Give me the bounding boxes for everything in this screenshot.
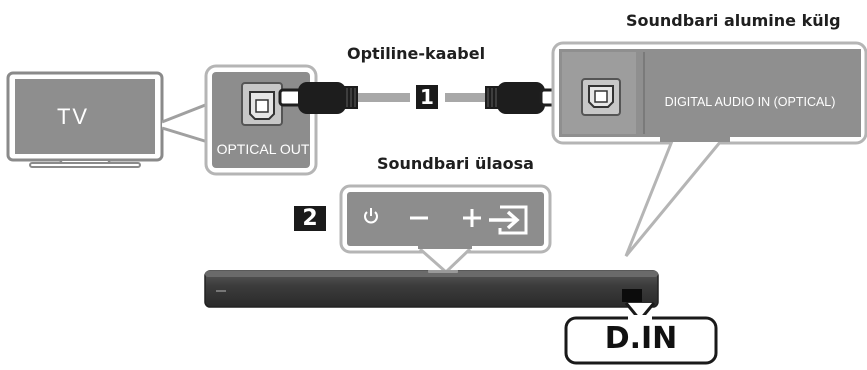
source-input-icon bbox=[489, 205, 528, 235]
d-in-callout bbox=[564, 302, 718, 365]
soundbar-top-title: Soundbari ülaosa bbox=[377, 154, 534, 173]
step-1-badge: 1 bbox=[416, 85, 438, 109]
step-2-badge: 2 bbox=[294, 206, 326, 231]
digital-audio-in-label: DIGITAL AUDIO IN (OPTICAL) bbox=[664, 95, 836, 109]
side-panel-pointer bbox=[624, 140, 723, 257]
soundbar-side-panel bbox=[551, 41, 867, 145]
top-controls-panel bbox=[339, 184, 552, 275]
tv-label: TV bbox=[56, 104, 90, 129]
optical-out-panel bbox=[204, 64, 318, 176]
power-icon bbox=[364, 208, 378, 224]
tv-callout-pointer bbox=[161, 101, 210, 145]
soundbar-side-title: Soundbari alumine külg bbox=[626, 11, 841, 30]
optical-out-label: OPTICAL OUT bbox=[216, 141, 310, 157]
d-in-label: D.IN bbox=[604, 321, 678, 356]
plus-icon bbox=[463, 209, 481, 227]
tv-icon bbox=[6, 71, 164, 168]
soundbar-body bbox=[204, 270, 659, 308]
cable-title: Optiline-kaabel bbox=[347, 44, 486, 63]
